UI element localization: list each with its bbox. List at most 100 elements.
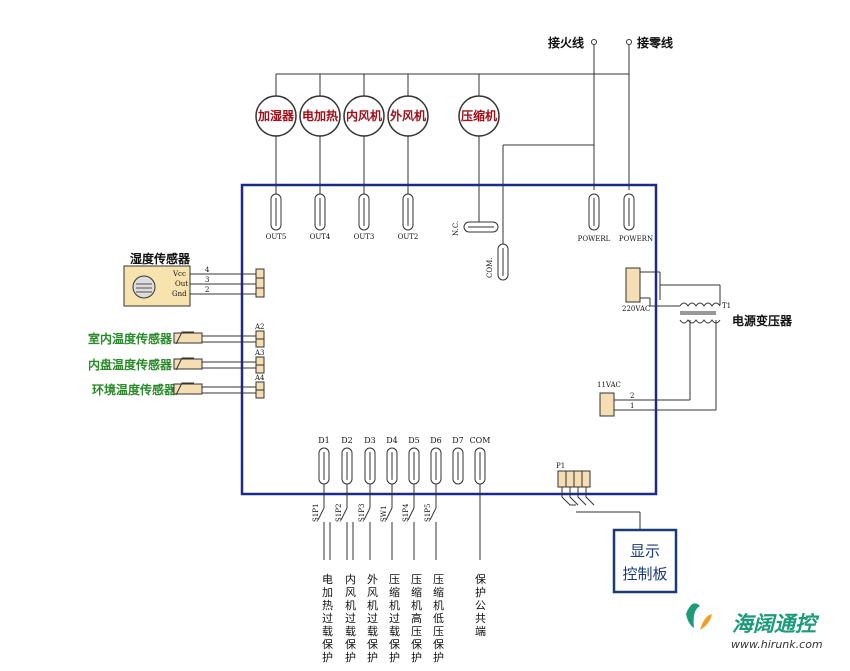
load-heater: 电加热: [299, 74, 341, 194]
svg-text:S1P3: S1P3: [358, 504, 366, 522]
load-compressor: 压缩机: [458, 74, 500, 222]
temp-sensor-indoor: 室内温度传感器 A2: [88, 323, 265, 348]
humidity-sensor: 湿度传感器 Vcc Out Gnd 4 3 2: [123, 251, 265, 307]
svg-text:OUT2: OUT2: [398, 233, 419, 241]
load-humidifier: 加湿器: [255, 74, 297, 194]
svg-text:A2: A2: [254, 323, 265, 331]
svg-text:D1: D1: [318, 436, 330, 445]
svg-text:1: 1: [630, 402, 634, 410]
svg-text:P1: P1: [556, 462, 565, 470]
input-d5: D5 S1P4: [402, 436, 420, 560]
vertical-label-d3: 外风机过载保护: [367, 573, 378, 664]
logo: 海阔通控 www.hirunk.com: [686, 603, 823, 651]
svg-text:D5: D5: [408, 436, 420, 445]
neutral-terminal-icon: [626, 39, 632, 45]
svg-text:POWERN: POWERN: [619, 235, 653, 243]
svg-text:11VAC: 11VAC: [597, 381, 621, 389]
svg-text:S1P2: S1P2: [335, 504, 343, 522]
transformer-label: 电源变压器: [732, 313, 793, 328]
transformer-secondary-coil: [679, 319, 721, 324]
input-d1: D1 S1P1: [312, 436, 330, 560]
svg-text:D7: D7: [452, 436, 464, 445]
terminal-out2: OUT2: [398, 193, 419, 241]
terminal-out5: OUT5: [266, 193, 287, 241]
terminal-nc: N.C.: [452, 221, 499, 236]
temp-sensors: 室内温度传感器 A2 内盘温度传感器 A3 环境温度传感器: [88, 323, 265, 399]
input-d7: D7: [452, 436, 464, 485]
svg-text:D4: D4: [386, 436, 398, 445]
svg-text:SW1: SW1: [380, 506, 388, 522]
load-label: 内风机: [346, 108, 382, 123]
svg-text:海阔通控: 海阔通控: [732, 612, 820, 636]
svg-text:2: 2: [205, 286, 209, 294]
humidity-connector: [255, 268, 265, 298]
svg-text:COM: COM: [470, 436, 491, 445]
svg-text:220VAC: 220VAC: [622, 305, 650, 313]
vertical-label-d4: 压缩机过载保护: [389, 573, 400, 664]
svg-text:S1P4: S1P4: [402, 503, 410, 522]
transformer-primary-coil: [679, 302, 721, 307]
input-d4: D4 SW1: [380, 436, 398, 560]
svg-text:S1P1: S1P1: [312, 504, 320, 522]
svg-text:控制板: 控制板: [622, 565, 667, 583]
terminal-powern: POWERN: [619, 193, 653, 243]
temp-sensor-ambient: 环境温度传感器 A4: [92, 374, 265, 399]
loads: 加湿器 电加热 内风机 外风机 压缩机: [255, 74, 500, 222]
input-d2: D2 S1P2: [335, 436, 353, 560]
svg-text:www.hirunk.com: www.hirunk.com: [731, 638, 823, 651]
input-com: COM: [470, 436, 491, 560]
load-label: 压缩机: [461, 108, 497, 123]
svg-text:OUT3: OUT3: [354, 233, 375, 241]
vertical-label-d2: 内风机过载保护: [345, 572, 356, 664]
controller-board: [240, 183, 658, 496]
vertical-label-com: 保护公共端: [475, 572, 486, 638]
display-port: P1: [556, 462, 641, 530]
svg-text:T1: T1: [722, 302, 731, 310]
svg-text:A3: A3: [254, 349, 265, 357]
input-d3: D3 S1P3: [358, 436, 376, 560]
vertical-label-d5: 压缩机高压保护: [411, 573, 422, 664]
svg-text:D2: D2: [341, 436, 353, 445]
vertical-label-d6: 压缩机低压保护: [433, 573, 444, 664]
sensor-element-icon: [132, 275, 156, 299]
terminal-out3: OUT3: [354, 193, 375, 241]
svg-text:3: 3: [205, 276, 209, 284]
svg-text:OUT4: OUT4: [310, 233, 331, 241]
svg-text:D3: D3: [364, 436, 376, 445]
terminal-out4: OUT4: [310, 193, 331, 241]
svg-text:S1P5: S1P5: [424, 504, 432, 522]
transformer: 220VAC T1 电源变压器 11VAC 2 1: [597, 267, 793, 417]
temp-sensor-coil: 内盘温度传感器 A3: [88, 349, 265, 374]
load-label: 外风机: [390, 108, 426, 123]
load-outer-fan: 外风机: [387, 74, 429, 194]
load-label: 加湿器: [257, 108, 295, 123]
vertical-label-d1: 电加热过载保护: [322, 573, 333, 664]
humidity-sensor-label: 湿度传感器: [130, 251, 191, 266]
svg-text:内盘温度传感器: 内盘温度传感器: [88, 357, 173, 372]
mains-wiring: 接火线 接零线: [276, 35, 673, 244]
svg-text:A4: A4: [254, 374, 265, 382]
svg-text:POWERL: POWERL: [578, 235, 611, 243]
svg-text:2: 2: [630, 392, 634, 400]
logo-leaf-icon: [686, 603, 700, 628]
input-terminals: D1 S1P1 D2 S1P2 D3 S1P3 D4: [312, 436, 490, 560]
svg-text:COM.: COM.: [486, 258, 494, 279]
svg-text:Out: Out: [175, 280, 188, 288]
svg-text:OUT5: OUT5: [266, 233, 287, 241]
svg-text:环境温度传感器: 环境温度传感器: [92, 382, 177, 397]
protection-labels: 电加热过载保护 内风机过载保护 外风机过载保护 压缩机过载保护 压缩机高压保护 …: [322, 572, 486, 664]
svg-text:N.C.: N.C.: [452, 221, 460, 236]
neutral-label: 接零线: [637, 35, 673, 50]
svg-text:显示: 显示: [630, 542, 660, 560]
load-label: 电加热: [302, 108, 338, 123]
live-terminal-icon: [591, 39, 597, 45]
svg-text:Vcc: Vcc: [172, 270, 186, 278]
display-board: 显示 控制板: [612, 528, 678, 594]
output-terminals: OUT5 OUT4 OUT3 OUT2 N.C. COM.: [266, 193, 653, 281]
svg-text:室内温度传感器: 室内温度传感器: [88, 331, 173, 346]
svg-text:D6: D6: [430, 436, 442, 445]
load-inner-fan: 内风机: [343, 74, 385, 194]
svg-text:4: 4: [205, 266, 210, 274]
svg-text:Gnd: Gnd: [172, 290, 187, 298]
